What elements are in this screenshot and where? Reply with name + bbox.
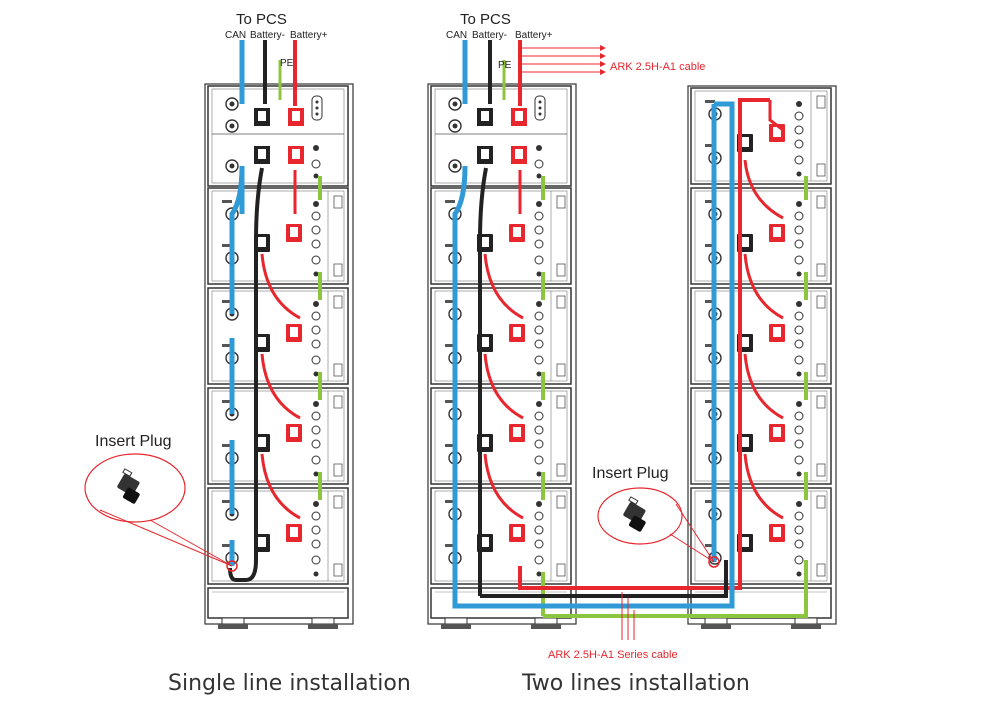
ark-series-cable-label: ARK 2.5H-A1 Series cable: [548, 649, 678, 661]
left-can-label: CAN: [225, 30, 246, 41]
left-battery-plus-label: Battery+: [290, 30, 328, 41]
left-insert-plug-callout: [84, 453, 238, 572]
single-line-cables: [228, 40, 322, 582]
single-line-stack: [204, 83, 354, 630]
right-battery-minus-label: Battery-: [472, 30, 507, 41]
right-battery-plus-label: Battery+: [515, 30, 553, 41]
left-to-pcs-label: To PCS: [236, 11, 287, 28]
left-battery-minus-label: Battery-: [250, 30, 285, 41]
right-insert-plug-callout: [597, 487, 720, 568]
right-caption: Two lines installation: [521, 671, 750, 696]
right-can-label: CAN: [446, 30, 467, 41]
right-to-pcs-label: To PCS: [460, 11, 511, 28]
right-pe-label: PE: [498, 60, 512, 71]
left-caption: Single line installation: [168, 671, 411, 696]
two-lines-stack-b: [687, 85, 837, 630]
two-lines-cables: [452, 40, 808, 640]
left-pe-label: PE: [280, 58, 294, 69]
two-lines-stack-a: [427, 83, 577, 630]
left-insert-plug-label: Insert Plug: [95, 433, 171, 450]
right-insert-plug-label: Insert Plug: [592, 465, 668, 482]
ark-cable-label: ARK 2.5H-A1 cable: [610, 61, 705, 73]
